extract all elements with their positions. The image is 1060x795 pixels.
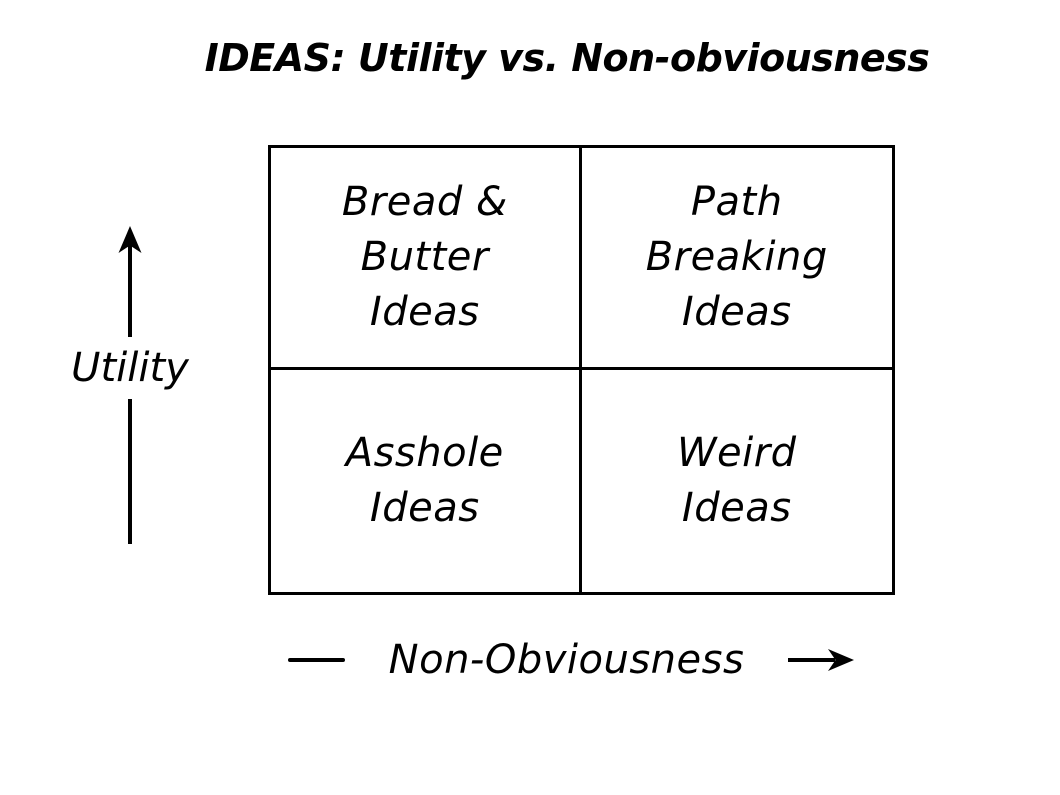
x-axis-label: Non-Obviousness [388, 637, 745, 683]
quadrant-label-path-breaking-ideas: Path Breaking Ideas [645, 178, 828, 336]
quadrant-matrix: Bread & Butter Ideas Path Breaking Ideas… [268, 145, 895, 595]
quadrant-top-left: Bread & Butter Ideas [271, 148, 582, 370]
y-axis-label: Utility [69, 337, 191, 399]
quadrant-bottom-left: Asshole Ideas [271, 370, 582, 592]
x-axis-arrow-right-icon [788, 649, 854, 671]
quadrant-bottom-right: Weird Ideas [582, 370, 893, 592]
x-axis-line [288, 658, 345, 662]
quadrant-label-asshole-ideas: Asshole Ideas [345, 429, 504, 531]
quadrant-top-right: Path Breaking Ideas [581, 148, 892, 370]
diagram-title: IDEAS: Utility vs. Non-obviousness [204, 36, 930, 80]
quadrant-label-bread-butter-ideas: Bread & Butter Ideas [341, 178, 508, 336]
y-axis: Utility [69, 226, 191, 546]
quadrant-label-weird-ideas: Weird Ideas [676, 429, 797, 531]
x-axis: Non-Obviousness [288, 630, 854, 690]
